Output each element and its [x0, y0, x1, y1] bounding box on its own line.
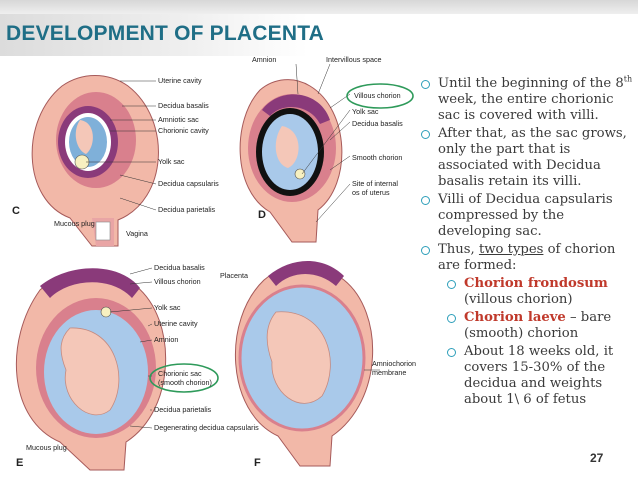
label-internal-os-line2: os of uterus [352, 188, 390, 197]
panel-letter-e: E [16, 457, 23, 469]
bullet-sac-grows: After that, as the sac grows, only the p… [418, 126, 634, 190]
label-decidua-parietalis-e: Decidua parietalis [154, 405, 212, 414]
chorionic-sac-highlight-circle [149, 363, 219, 393]
label-decidua-basalis-c: Decidua basalis [158, 101, 209, 110]
label-chorionic-sac: Chorionic sac [158, 369, 202, 378]
label-yolk-sac-e: Yolk sac [154, 303, 181, 312]
label-yolk-sac-d: Yolk sac [352, 107, 379, 116]
label-amnion-d: Amnion [252, 55, 276, 64]
panel-letter-d: D [258, 209, 266, 221]
label-placenta: Placenta [220, 271, 248, 280]
label-amniochorionic-line2: membrane [372, 368, 406, 377]
placenta-figure: C D E F Uterine cavity Decidua basalis A… [12, 55, 416, 471]
sub-bullet-chorion-laeve: Chorion laeve – bare (smooth) chorion [444, 310, 634, 342]
panel-letter-f: F [254, 457, 261, 469]
label-uterine-cavity: Uterine cavity [158, 76, 202, 85]
panel-c-uterus-diagram [31, 75, 159, 247]
label-amnion-e: Amnion [154, 335, 178, 344]
label-decidua-capsularis: Decidua capsularis [158, 179, 219, 188]
bullet-villi-coverage: Until the beginning of the 8th week, the… [418, 75, 634, 124]
bullet-two-types: Thus, two types of chorion are formed: [418, 242, 634, 274]
label-intervillous-space: Intervillous space [326, 55, 382, 64]
panel-e-uterus-diagram [16, 268, 167, 471]
label-villous-chorion-d: Villous chorion [354, 91, 401, 100]
label-amniotic-sac: Amniotic sac [158, 115, 199, 124]
label-vagina: Vagina [126, 229, 148, 238]
villous-chorion-highlight-circle [346, 83, 414, 109]
label-mucous-plug-e: Mucous plug [26, 443, 67, 452]
label-internal-os-line1: Site of internal [352, 179, 398, 188]
panel-f-uterus-diagram [234, 261, 374, 467]
label-amniochorionic-line1: Amniochorionic [372, 359, 416, 368]
title-bar [0, 14, 308, 56]
label-smooth-chorion-e: (smooth chorion) [158, 378, 212, 387]
label-degenerating-decidua: Degenerating decidua capsularis [154, 423, 259, 432]
label-yolk-sac-c: Yolk sac [158, 157, 185, 166]
label-uterine-cavity-e: Uterine cavity [154, 319, 198, 328]
panel-d-uterus-diagram [239, 79, 343, 243]
label-mucous-plug-c: Mucous plug [54, 219, 95, 228]
label-decidua-basalis-d: Decidua basalis [352, 119, 403, 128]
top-strip [0, 0, 638, 14]
label-villous-chorion-e: Villous chorion [154, 277, 201, 286]
bullet-capsularis-compressed: Villi of Decidua capsularis compressed b… [418, 192, 634, 240]
slide-title: DEVELOPMENT OF PLACENTA [6, 22, 325, 45]
label-decidua-parietalis-c: Decidua parietalis [158, 205, 216, 214]
sub-bullet-chorion-frondosum: Chorion frondosum (villous chorion) [444, 276, 634, 308]
label-chorionic-cavity: Chorionic cavity [158, 126, 209, 135]
panel-letter-c: C [12, 205, 20, 217]
leader-lines [86, 63, 380, 429]
bullet-list: Until the beginning of the 8th week, the… [418, 75, 634, 410]
label-decidua-basalis-e: Decidua basalis [154, 263, 205, 272]
sub-bullet-eighteen-weeks: About 18 weeks old, it covers 15-30% of … [444, 344, 634, 408]
page-number: 27 [590, 451, 604, 465]
label-smooth-chorion: Smooth chorion [352, 153, 402, 162]
